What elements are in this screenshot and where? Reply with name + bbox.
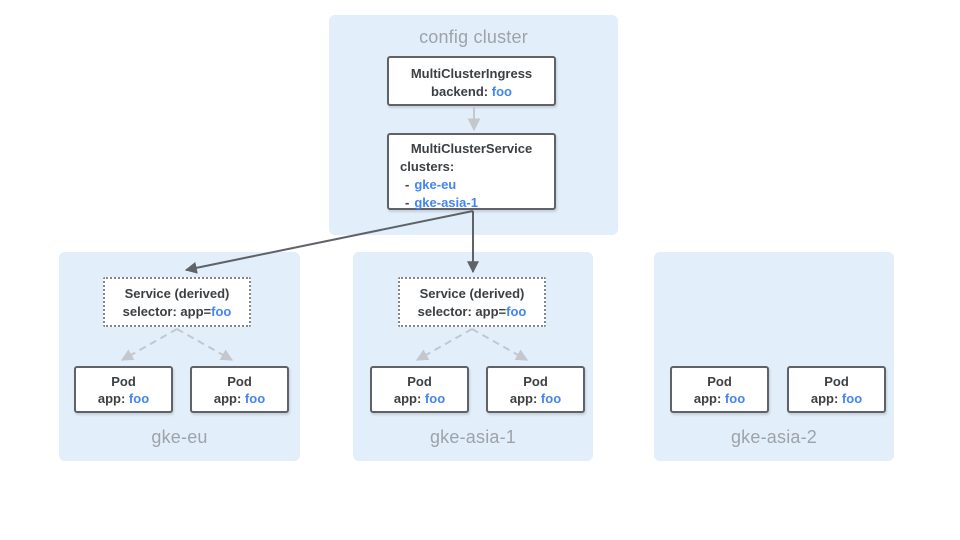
dash: - (405, 195, 410, 210)
app-value: foo (540, 391, 562, 406)
service-selector-line: selector: app=foo (105, 303, 249, 321)
gke-eu-derived-service-box: Service (derived) selector: app=foo (103, 277, 251, 327)
app-label: app: (693, 391, 722, 406)
gke-asia-2-label: gke-asia-2 (730, 427, 818, 447)
clusters-label: clusters: (400, 159, 455, 174)
gke-eu-pod-1: Pod app: foo (74, 366, 173, 413)
app-value: foo (128, 391, 150, 406)
gke-eu-panel: Service (derived) selector: app=foo Pod … (59, 252, 300, 461)
backend-value: foo (491, 84, 512, 99)
service-title: Service (derived) (124, 286, 230, 301)
pod-app-line: app: foo (672, 390, 767, 407)
gke-asia-1-pod-1: Pod app: foo (370, 366, 469, 413)
gke-asia-1-label: gke-asia-1 (429, 427, 517, 447)
app-value: foo (244, 391, 266, 406)
pod-app-line: app: foo (192, 390, 287, 407)
app-label: app: (509, 391, 538, 406)
config-cluster-title: config cluster (419, 27, 528, 47)
pod-title: Pod (227, 374, 252, 389)
cluster-list-item: -gke-asia-1 (389, 194, 554, 212)
config-cluster-panel: config cluster MultiClusterIngress backe… (329, 15, 618, 235)
gke-asia-1-pod-2: Pod app: foo (486, 366, 585, 413)
pod-title: Pod (523, 374, 548, 389)
pod-title: Pod (707, 374, 732, 389)
app-label: app: (213, 391, 242, 406)
app-label: app: (810, 391, 839, 406)
selector-label: selector: app= (417, 304, 507, 319)
gke-eu-label: gke-eu (151, 427, 208, 447)
cluster-ref-gke-eu: gke-eu (414, 177, 457, 192)
selector-value: foo (211, 304, 232, 319)
backend-label: backend: (431, 84, 489, 99)
pod-app-line: app: foo (372, 390, 467, 407)
multiclusteringress-title: MultiClusterIngress (410, 66, 533, 81)
pod-title: Pod (824, 374, 849, 389)
app-value: foo (424, 391, 446, 406)
multiclusterservice-title: MultiClusterService (410, 141, 533, 156)
app-label: app: (97, 391, 126, 406)
service-title: Service (derived) (419, 286, 525, 301)
dash: - (405, 177, 410, 192)
gke-asia-1-derived-service-box: Service (derived) selector: app=foo (398, 277, 546, 327)
multiclusteringress-box: MultiClusterIngress backend: foo (387, 56, 556, 106)
pod-title: Pod (111, 374, 136, 389)
service-selector-line: selector: app=foo (400, 303, 544, 321)
pod-app-line: app: foo (789, 390, 884, 407)
multiclusteringress-backend-line: backend: foo (389, 83, 554, 101)
cluster-list-item: -gke-eu (389, 176, 554, 194)
selector-label: selector: app= (122, 304, 212, 319)
pod-app-line: app: foo (488, 390, 583, 407)
gke-asia-2-pod-2: Pod app: foo (787, 366, 886, 413)
pod-title: Pod (407, 374, 432, 389)
gke-eu-pod-2: Pod app: foo (190, 366, 289, 413)
gke-asia-2-panel: Pod app: foo Pod app: foo gke-asia-2 (654, 252, 894, 461)
app-value: foo (841, 391, 863, 406)
cluster-ref-gke-asia-1: gke-asia-1 (414, 195, 478, 210)
multiclusterservice-box: MultiClusterService clusters: -gke-eu -g… (387, 133, 556, 210)
selector-value: foo (506, 304, 527, 319)
gke-asia-2-pod-1: Pod app: foo (670, 366, 769, 413)
app-label: app: (393, 391, 422, 406)
gke-asia-1-panel: Service (derived) selector: app=foo Pod … (353, 252, 593, 461)
pod-app-line: app: foo (76, 390, 171, 407)
app-value: foo (724, 391, 746, 406)
